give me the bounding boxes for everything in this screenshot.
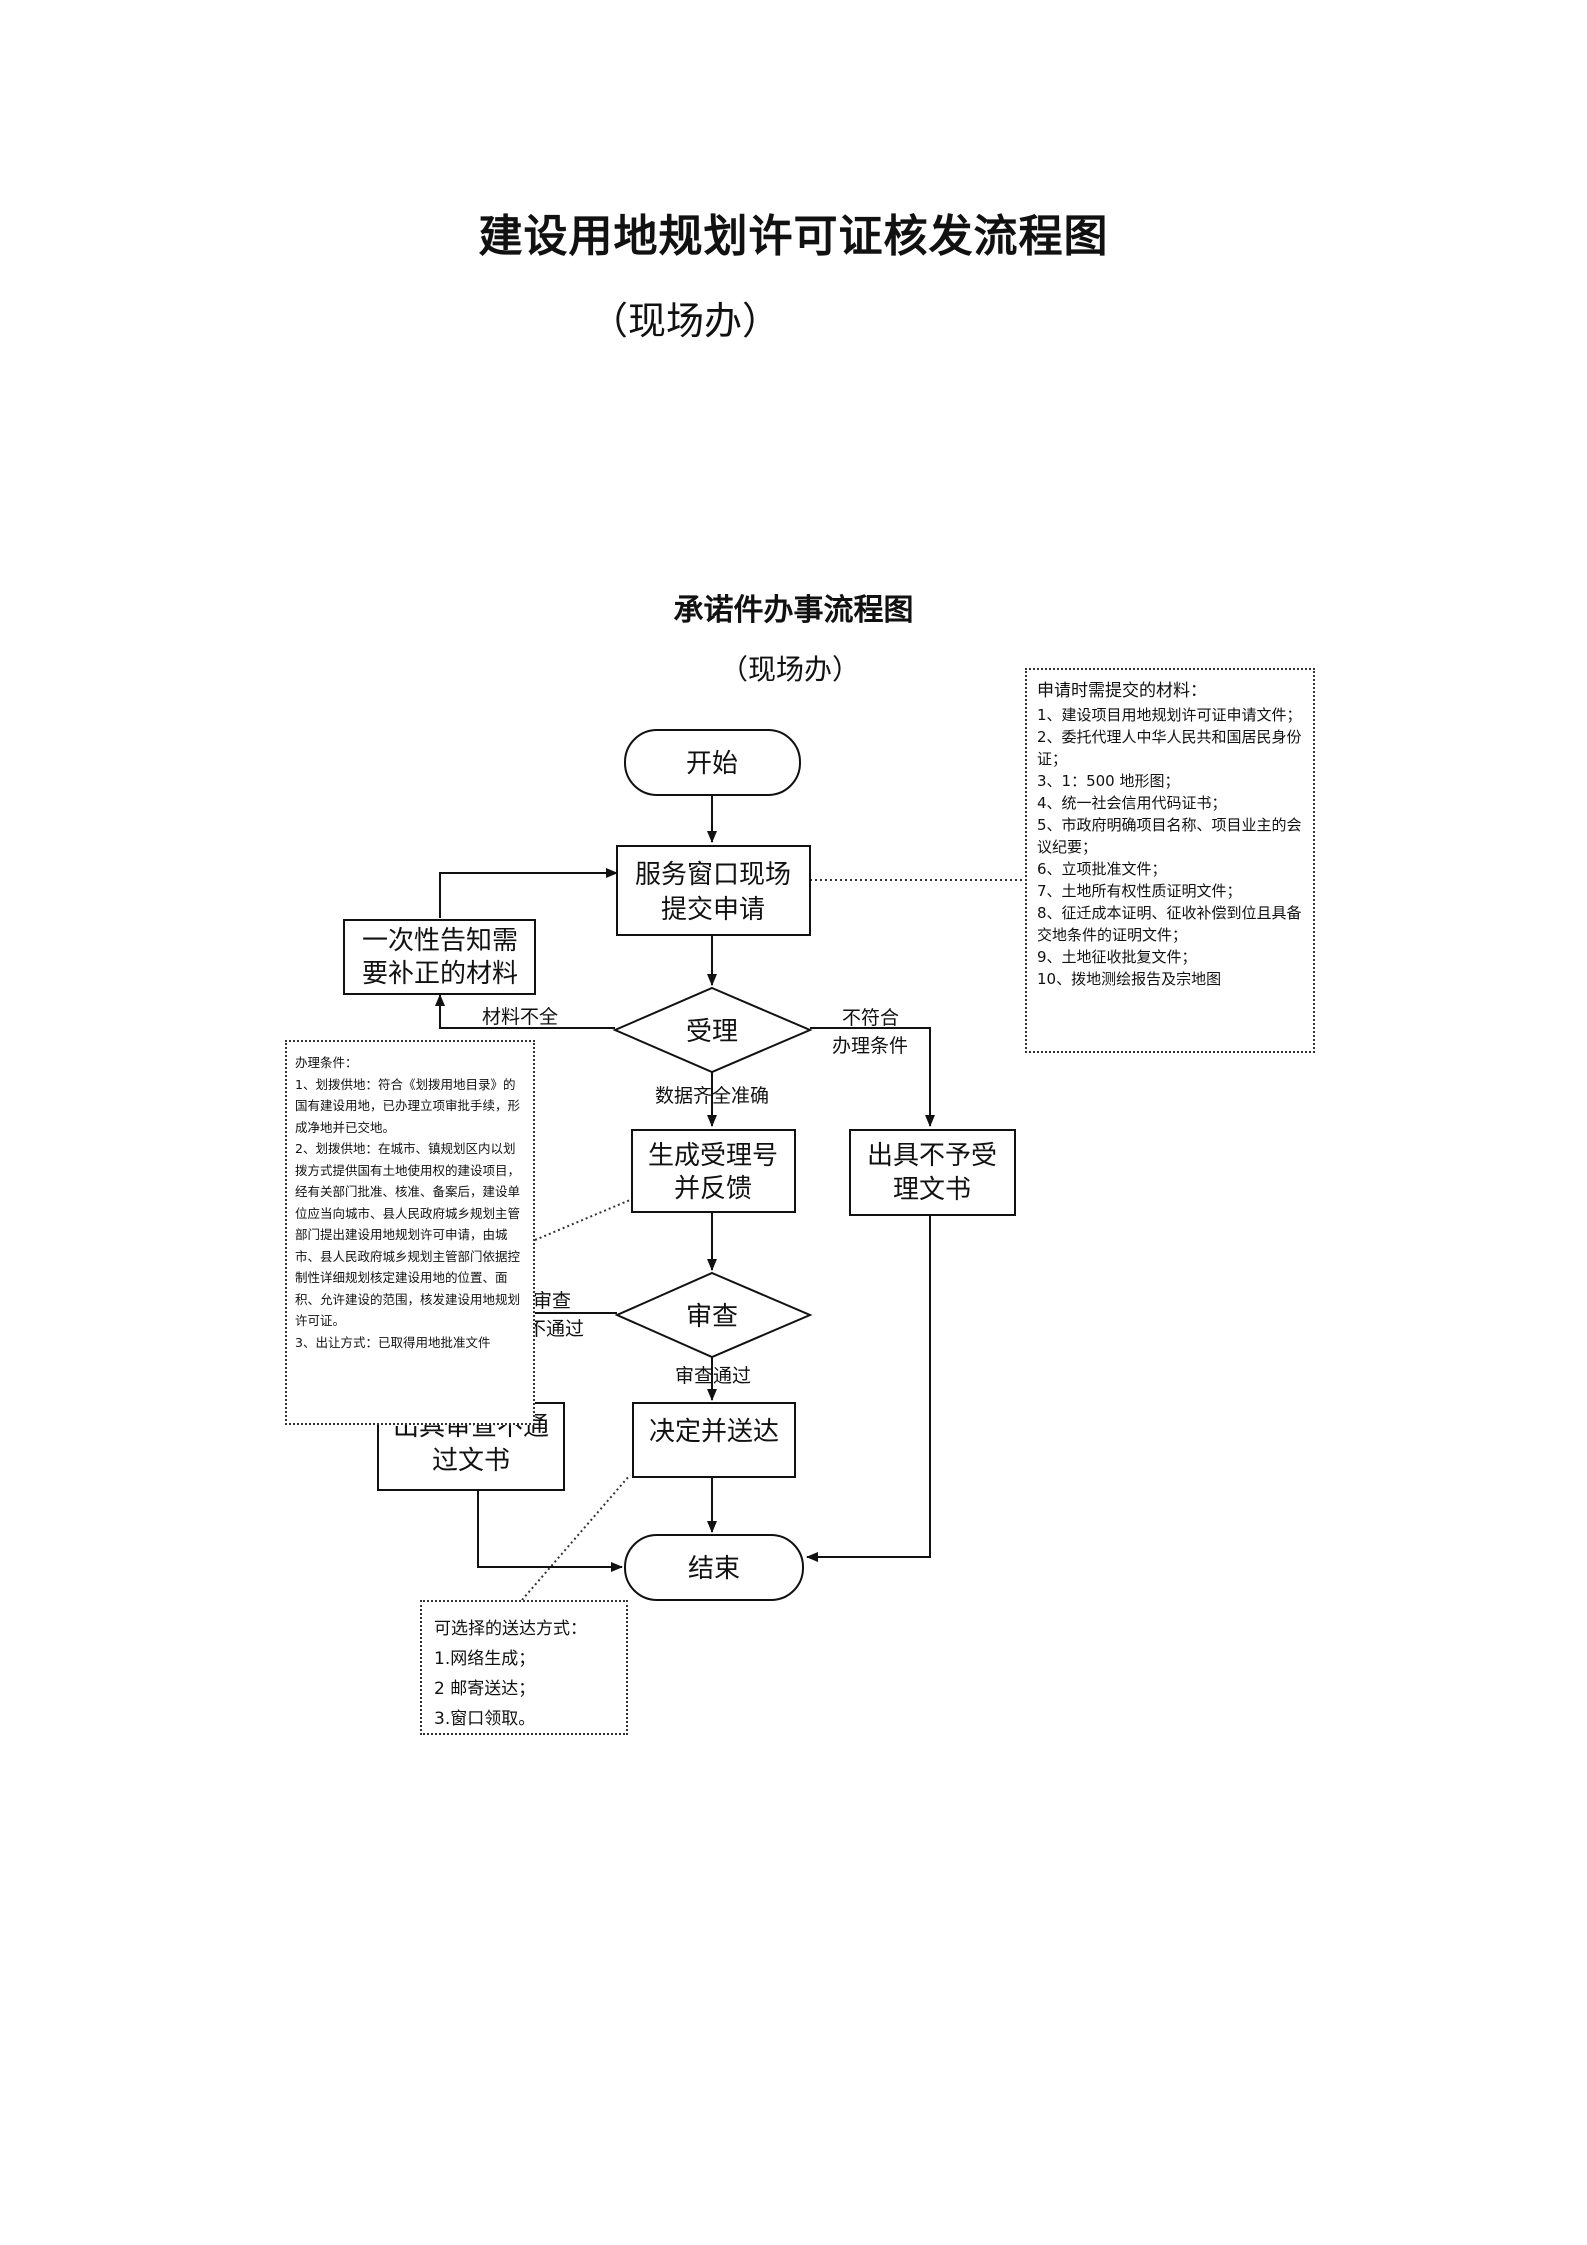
document-subtitle: （现场办） xyxy=(590,299,781,343)
delivery-item: 1.网络生成； xyxy=(434,1649,536,1669)
supplement-node xyxy=(343,919,536,995)
conditions-note-heading: 办理条件： xyxy=(295,1055,358,1070)
label-nonconform-1: 不符合 xyxy=(842,1007,899,1029)
decide-text: 决定并送达 xyxy=(649,1417,779,1447)
receipt-node xyxy=(631,1129,796,1213)
review-node xyxy=(614,1271,813,1359)
materials-item: 7、土地所有权性质证明文件； xyxy=(1037,882,1242,900)
edge-reject-to-end xyxy=(806,1215,931,1562)
flowchart-subtitle: （现场办） xyxy=(720,653,861,686)
end-text: 结束 xyxy=(688,1554,740,1584)
label-review-pass: 审查通过 xyxy=(675,1365,751,1387)
submit-node xyxy=(616,845,811,936)
edge-accept-nonconform xyxy=(810,1027,935,1127)
document-title: 建设用地规划许可证核发流程图 xyxy=(478,211,1109,262)
label-review-fail-2: 不通过 xyxy=(527,1318,584,1340)
materials-item: 2、委托代理人中华人民共和国居民身份证； xyxy=(1037,728,1302,768)
edge-supplement-to-submit xyxy=(439,868,618,918)
materials-item: 4、统一社会信用代码证书； xyxy=(1037,794,1227,812)
materials-item: 3、1：500 地形图； xyxy=(1037,772,1180,790)
decide-node xyxy=(632,1402,796,1478)
materials-item: 10、拨地测绘报告及宗地图 xyxy=(1037,970,1222,988)
materials-item: 8、征迁成本证明、征收补偿到位且具备交地条件的证明文件； xyxy=(1037,904,1302,944)
conditions-note: 办理条件： 1、划拨供地：符合《划拨用地目录》的国有建设用地，已办理立项审批手续… xyxy=(285,1040,535,1425)
label-incomplete: 材料不全 xyxy=(482,1006,558,1028)
reject-text-1: 出具不予受 xyxy=(867,1141,997,1171)
start-node xyxy=(624,729,801,796)
reject-node xyxy=(849,1129,1016,1216)
conditions-note-connector xyxy=(534,1199,631,1241)
accept-text: 受理 xyxy=(686,1017,738,1047)
delivery-note-connector xyxy=(521,1474,631,1601)
label-review-fail-1: 审查 xyxy=(533,1290,571,1312)
delivery-note: 可选择的送达方式： 1.网络生成； 2 邮寄送达； 3.窗口领取。 xyxy=(420,1600,628,1735)
materials-note-heading: 申请时需提交的材料： xyxy=(1037,681,1207,701)
submit-text-1: 服务窗口现场 xyxy=(635,860,791,890)
materials-item: 5、市政府明确项目名称、项目业主的会议纪要； xyxy=(1037,816,1302,856)
delivery-item: 3.窗口领取。 xyxy=(434,1709,536,1729)
materials-item: 1、建设项目用地规划许可证申请文件； xyxy=(1037,706,1302,724)
materials-item: 6、立项批准文件； xyxy=(1037,860,1167,878)
receipt-text-1: 生成受理号 xyxy=(648,1141,778,1171)
materials-note: 申请时需提交的材料： 1、建设项目用地规划许可证申请文件； 2、委托代理人中华人… xyxy=(1025,668,1315,1053)
delivery-item: 2 邮寄送达； xyxy=(434,1679,536,1699)
flowchart-title: 承诺件办事流程图 xyxy=(673,593,914,628)
materials-item: 9、土地征收批复文件； xyxy=(1037,948,1197,966)
receipt-text-2: 并反馈 xyxy=(674,1174,752,1204)
end-node xyxy=(624,1534,804,1601)
submit-text-2: 提交申请 xyxy=(661,895,765,925)
reject-text-2: 理文书 xyxy=(893,1175,971,1205)
conditions-item: 3、出让方式：已取得用地批准文件 xyxy=(295,1334,491,1350)
fail-text-2: 过文书 xyxy=(432,1446,510,1476)
conditions-item: 1、划拨供地：符合《划拨用地目录》的国有建设用地，已办理立项审批手续，形成净地并… xyxy=(295,1076,521,1135)
review-text: 审查 xyxy=(686,1302,738,1332)
delivery-note-heading: 可选择的送达方式： xyxy=(434,1619,587,1639)
conditions-item: 2、划拨供地：在城市、镇规划区内以划拨方式提供国有土地使用权的建设项目，经有关部… xyxy=(295,1141,521,1328)
label-complete: 数据齐全准确 xyxy=(655,1085,769,1107)
supplement-text-2: 要补正的材料 xyxy=(362,959,518,989)
label-nonconform-2: 办理条件 xyxy=(832,1035,908,1057)
start-text: 开始 xyxy=(686,749,738,779)
supplement-text-1: 一次性告知需 xyxy=(362,926,518,956)
edge-accept-incomplete xyxy=(435,994,615,1029)
accept-node xyxy=(612,986,813,1074)
edge-fail-to-end xyxy=(477,1490,623,1572)
